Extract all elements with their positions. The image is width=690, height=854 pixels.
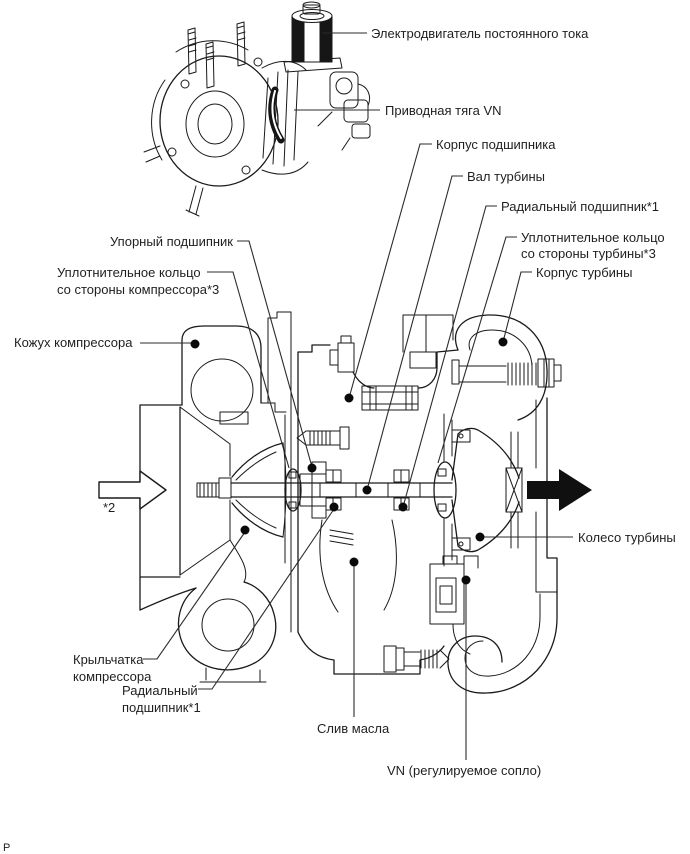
- leader-thrust-bearing: [237, 240, 313, 468]
- vn-nozzle-vanes: [443, 413, 471, 567]
- label-vn-nozzle: VN (регулируемое сопло): [387, 763, 541, 778]
- label-vn-rod: Приводная тяга VN: [385, 103, 502, 118]
- label-motor: Электродвигатель постоянного тока: [371, 26, 589, 41]
- label-seal-compressor-line1: Уплотнительное кольцо: [57, 265, 201, 280]
- leader-turbine-shaft: [366, 175, 463, 491]
- label-oil-drain: Слив масла: [317, 721, 390, 736]
- label-radial-bearing-bottom-line2: подшипник*1: [122, 700, 201, 715]
- callout-dot: [190, 339, 200, 349]
- label-inlet-note: *2: [103, 500, 115, 515]
- callout-dot: [344, 393, 354, 403]
- callout-dot: [240, 525, 250, 535]
- bearing-housing: [296, 314, 459, 675]
- leader-compressor-impeller: [143, 531, 246, 660]
- label-thrust-bearing: Упорный подшипник: [110, 234, 233, 249]
- lower-bolt: [383, 645, 450, 673]
- iso-vn-rod: [268, 86, 285, 144]
- callout-dot: [362, 485, 372, 495]
- turbine-stud-bolt: [451, 358, 562, 388]
- label-turbine-shaft: Вал турбины: [467, 169, 545, 184]
- leader-turbine-housing: [502, 271, 532, 343]
- callout-dot: [461, 575, 471, 585]
- iso-compressor-housing: [143, 40, 279, 217]
- leader-lines: [140, 32, 573, 760]
- label-compressor-impeller-line2: компрессора: [73, 669, 152, 684]
- inlet-arrow: [98, 470, 167, 510]
- label-bearing-housing: Корпус подшипника: [436, 137, 556, 152]
- callout-dot: [398, 502, 408, 512]
- turbine-wheel: [451, 427, 523, 553]
- page-corner-letter: P: [3, 842, 10, 854]
- callout-dot: [307, 463, 317, 473]
- label-turbine-housing: Корпус турбины: [536, 265, 632, 280]
- label-turbine-wheel: Колесо турбины: [578, 530, 676, 545]
- cross-section-view: [98, 311, 592, 694]
- callout-dot: [329, 502, 339, 512]
- leader-seal-compressor: [207, 271, 290, 469]
- leader-seal-turbine: [437, 236, 517, 464]
- compressor-cover: [139, 325, 287, 683]
- label-seal-compressor-line2: со стороны компрессора*3: [57, 282, 219, 297]
- callout-dot: [349, 557, 359, 567]
- turbine-housing: [383, 314, 562, 694]
- callout-dot: [498, 337, 508, 347]
- label-seal-turbine-line1: Уплотнительное кольцо: [521, 230, 665, 245]
- label-radial-bearing-bottom-line1: Радиальный: [122, 683, 198, 698]
- callout-dots: [190, 337, 508, 585]
- outlet-arrow: [527, 469, 592, 511]
- diffuser-backplate: [267, 311, 292, 633]
- iso-dc-motor: [283, 1, 343, 73]
- label-radial-bearing-top: Радиальный подшипник*1: [501, 199, 659, 214]
- label-compressor-housing: Кожух компрессора: [14, 335, 133, 350]
- labels: Электродвигатель постоянного тока Привод…: [3, 26, 676, 854]
- leader-radial-bearing-top: [402, 205, 497, 508]
- stud-bolts: [187, 21, 246, 89]
- leader-bearing-housing: [348, 143, 432, 399]
- iso-actuator: [317, 71, 371, 151]
- compressor-impeller: [196, 442, 287, 538]
- isometric-view: [143, 1, 371, 217]
- label-seal-turbine-line2: со стороны турбины*3: [521, 246, 656, 261]
- callout-dot: [475, 532, 485, 542]
- leader-radial-bearing-bottom: [198, 508, 335, 690]
- vn-actuator-block: [429, 555, 479, 655]
- label-compressor-impeller-line1: Крыльчатка: [73, 652, 144, 667]
- shaft-and-bearings: [230, 461, 457, 519]
